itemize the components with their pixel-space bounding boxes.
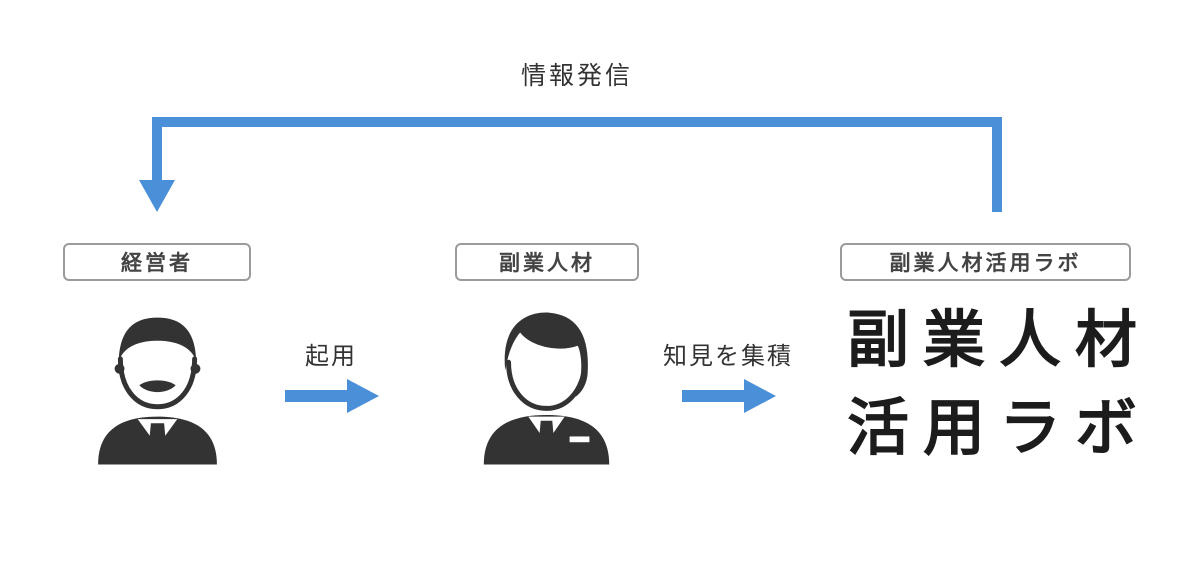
node-label-side-job-talent: 副業人材: [499, 251, 595, 275]
feedback-arrow-icon: [139, 117, 1002, 212]
node-box-manager: 経営者: [63, 243, 251, 281]
accumulate-knowledge-arrow-icon: [682, 379, 776, 413]
logo-line-1: 副業人材: [846, 303, 1151, 376]
businessman-person-icon: [483, 312, 610, 465]
feedback-arrow-label: 情報発信: [520, 61, 633, 90]
logo-line-2: 活用ラボ: [846, 391, 1151, 465]
manager-person-icon: [98, 317, 217, 465]
arrow-label-appoint: 起用: [305, 342, 357, 370]
side-job-talent-lab-logo: 副業人材 活用ラボ: [838, 296, 1160, 472]
arrow-label-accumulate-knowledge: 知見を集積: [663, 342, 793, 370]
appoint-arrow-icon: [285, 379, 379, 413]
node-label-side-job-talent-lab: 副業人材活用ラボ: [889, 251, 1082, 275]
node-box-side-job-talent-lab: 副業人材活用ラボ: [840, 243, 1131, 281]
node-label-manager: 経営者: [121, 251, 193, 275]
node-box-side-job-talent: 副業人材: [455, 243, 639, 281]
